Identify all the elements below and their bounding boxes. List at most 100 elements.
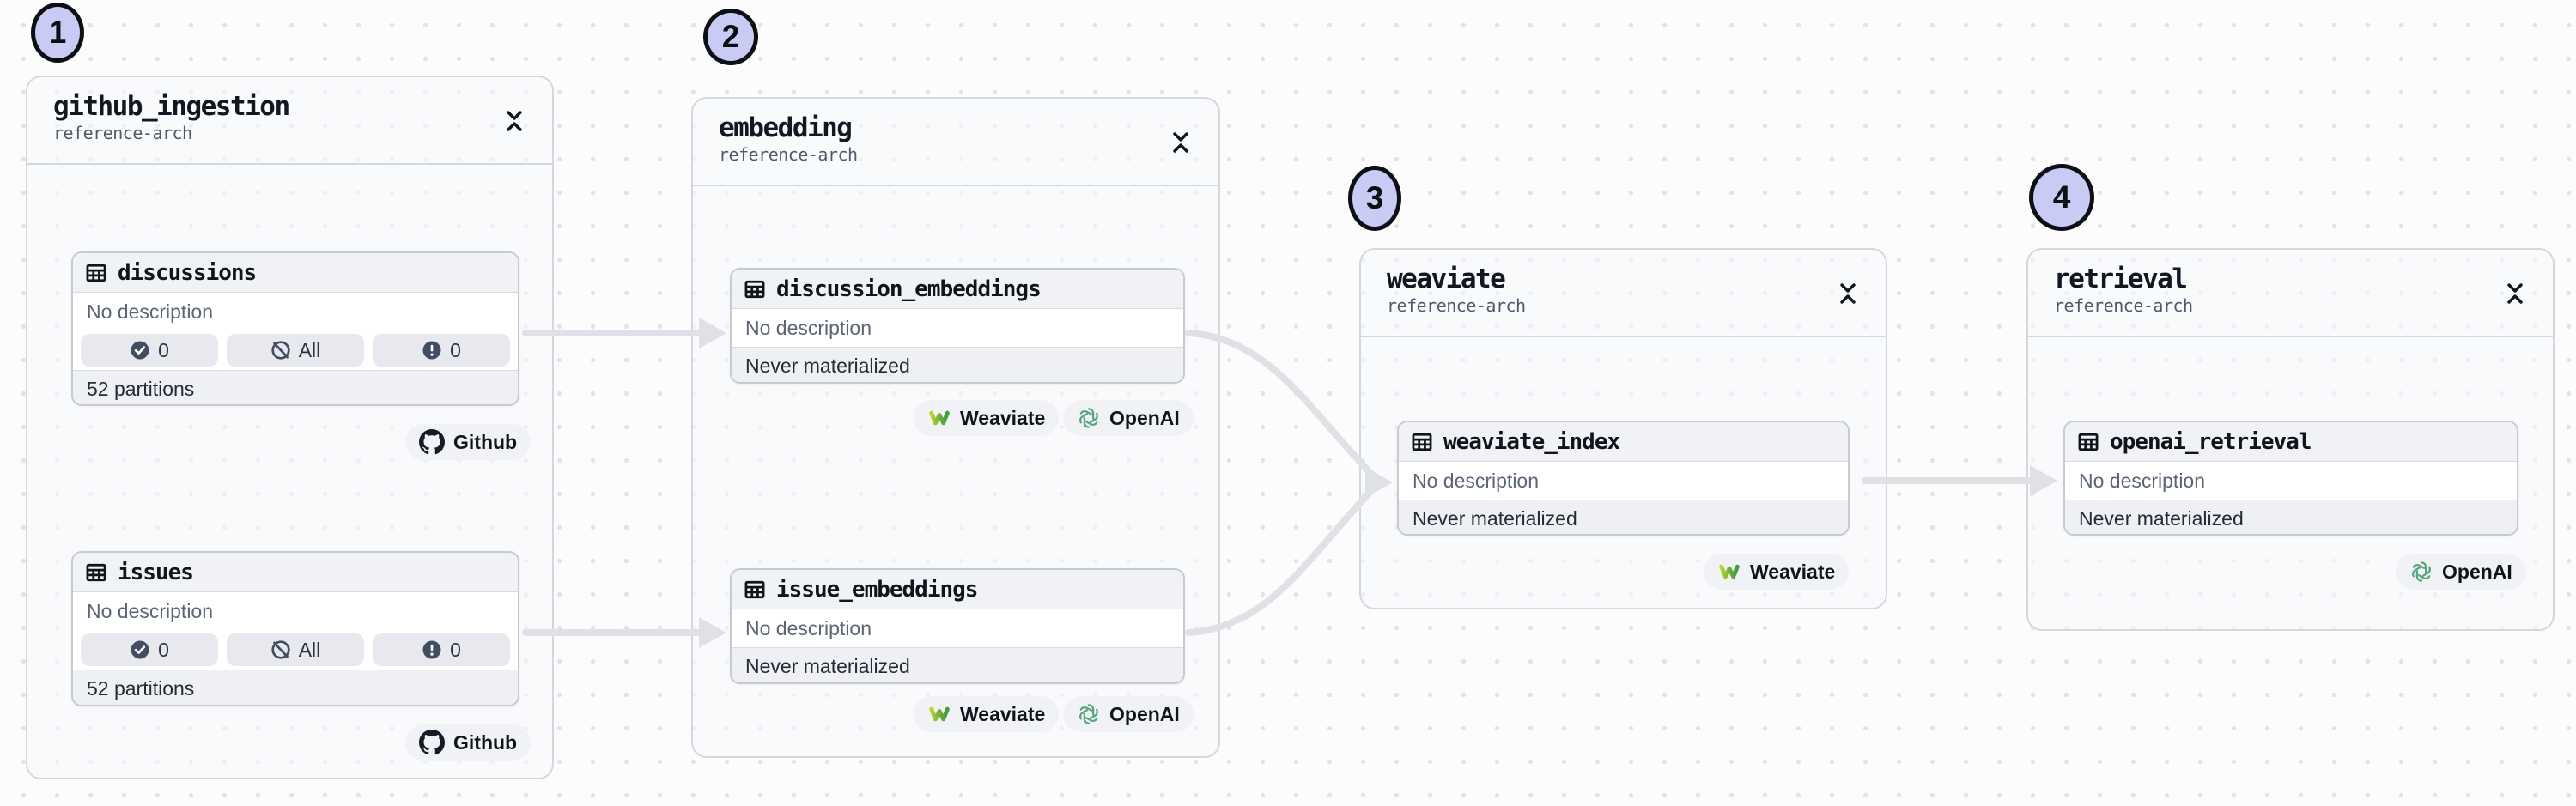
group-title: retrieval <box>2054 264 2188 294</box>
partition-pill-missing: All <box>227 334 364 367</box>
asset-partitions-footer: 52 partitions <box>73 670 518 705</box>
weaviate-icon <box>929 410 950 426</box>
kind-tag-github[interactable]: Github <box>405 424 532 460</box>
partition-pill-missing: All <box>227 633 364 666</box>
asset-description: No description <box>745 316 872 339</box>
asset-node-discussion-embeddings[interactable]: discussion_embeddings No description Nev… <box>730 268 1185 384</box>
asset-name: issues <box>118 559 194 585</box>
table-icon <box>86 563 106 581</box>
pill-count: 0 <box>450 338 461 361</box>
kind-tag-weaviate[interactable]: Weaviate <box>914 696 1060 732</box>
group-subtitle: reference-arch <box>719 144 858 165</box>
github-icon <box>419 730 445 755</box>
partition-pill-failed: 0 <box>373 334 510 367</box>
asset-partitions-footer: 52 partitions <box>73 370 518 404</box>
group-header-embedding[interactable]: embedding reference-arch <box>693 99 1218 186</box>
group-title: embedding <box>719 112 853 143</box>
partition-status-row: 0 All 0 <box>73 630 518 670</box>
table-icon <box>744 280 765 298</box>
kind-tag-label: Weaviate <box>960 406 1046 429</box>
pill-count: 0 <box>158 338 169 361</box>
asset-name: weaviate_index <box>1443 428 1620 455</box>
check-circle-icon <box>131 640 149 659</box>
group-subtitle: reference-arch <box>2054 295 2193 316</box>
kind-tag-label: Weaviate <box>1750 560 1836 583</box>
kind-tag-label: OpenAI <box>1109 702 1180 725</box>
table-icon <box>744 580 765 598</box>
step-badge-1: 1 <box>31 3 84 63</box>
kind-tag-label: Weaviate <box>960 702 1046 725</box>
kind-tag-openai[interactable]: OpenAI <box>1063 696 1194 732</box>
collapse-group-icon[interactable] <box>2505 282 2525 305</box>
slash-circle-icon <box>271 341 290 360</box>
asset-materialization-footer: Never materialized <box>732 347 1183 382</box>
alert-circle-icon <box>422 640 441 659</box>
step-badge-2: 2 <box>703 9 758 65</box>
asset-node-header: weaviate_index <box>1399 422 1848 462</box>
partition-pill-failed: 0 <box>373 633 510 666</box>
check-circle-icon <box>131 341 149 360</box>
step-badge-4: 4 <box>2029 164 2094 231</box>
partition-pill-success: 0 <box>81 633 218 666</box>
openai-icon <box>1079 704 1098 724</box>
kind-tag-label: OpenAI <box>1109 406 1180 429</box>
asset-description: No description <box>2079 469 2206 492</box>
group-subtitle: reference-arch <box>53 123 192 143</box>
kind-tag-label: Github <box>453 730 518 754</box>
asset-materialization-footer: Never materialized <box>732 647 1183 682</box>
group-header-weaviate[interactable]: weaviate reference-arch <box>1361 250 1886 337</box>
partition-status-row: 0 All 0 <box>73 330 518 370</box>
kind-tag-weaviate[interactable]: Weaviate <box>914 400 1060 436</box>
asset-node-openai-retrieval[interactable]: openai_retrieval No description Never ma… <box>2063 421 2518 536</box>
table-icon <box>2078 433 2099 451</box>
openai-icon <box>1079 408 1098 428</box>
kind-tag-openai[interactable]: OpenAI <box>1063 400 1194 436</box>
asset-materialization-footer: Never materialized <box>1399 500 1848 534</box>
asset-description: No description <box>1413 469 1540 492</box>
collapse-group-icon[interactable] <box>504 110 525 132</box>
asset-node-header: openai_retrieval <box>2065 422 2517 462</box>
weaviate-icon <box>1719 564 1740 579</box>
openai-icon <box>2412 561 2431 582</box>
asset-node-header: issues <box>73 553 518 592</box>
group-title: weaviate <box>1387 264 1506 294</box>
asset-node-discussions[interactable]: discussions No description 0 All 0 52 pa… <box>71 251 519 406</box>
group-header-retrieval[interactable]: retrieval reference-arch <box>2028 250 2553 337</box>
group-header-github-ingestion[interactable]: github_ingestion reference-arch <box>27 77 552 165</box>
asset-node-issue-embeddings[interactable]: issue_embeddings No description Never ma… <box>730 568 1185 684</box>
kind-tag-label: Github <box>453 430 518 453</box>
pill-count: 0 <box>450 638 461 661</box>
asset-node-header: discussion_embeddings <box>732 270 1183 309</box>
asset-node-issues[interactable]: issues No description 0 All 0 52 partiti… <box>71 551 519 706</box>
pill-count: All <box>298 338 321 361</box>
partition-pill-success: 0 <box>81 334 218 367</box>
asset-name: openai_retrieval <box>2110 428 2312 455</box>
group-subtitle: reference-arch <box>1387 295 1526 316</box>
alert-circle-icon <box>422 341 441 360</box>
asset-name: discussions <box>118 259 257 286</box>
asset-description: No description <box>87 300 214 323</box>
pill-count: All <box>298 638 321 661</box>
table-icon <box>86 264 106 282</box>
kind-tag-openai[interactable]: OpenAI <box>2396 554 2526 590</box>
collapse-group-icon[interactable] <box>1170 131 1191 154</box>
github-icon <box>419 429 445 455</box>
collapse-group-icon[interactable] <box>1838 282 1858 305</box>
asset-node-header: discussions <box>73 253 518 293</box>
asset-materialization-footer: Never materialized <box>2065 500 2517 534</box>
asset-node-header: issue_embeddings <box>732 570 1183 609</box>
table-icon <box>1412 433 1432 451</box>
asset-name: issue_embeddings <box>776 576 978 603</box>
asset-description: No description <box>745 616 872 639</box>
asset-name: discussion_embeddings <box>776 276 1042 302</box>
step-badge-3: 3 <box>1348 166 1401 231</box>
asset-node-weaviate-index[interactable]: weaviate_index No description Never mate… <box>1397 421 1850 536</box>
kind-tag-label: OpenAI <box>2442 560 2512 583</box>
kind-tag-github[interactable]: Github <box>405 724 532 761</box>
pill-count: 0 <box>158 638 169 661</box>
group-title: github_ingestion <box>53 91 290 122</box>
slash-circle-icon <box>271 640 290 659</box>
kind-tag-weaviate[interactable]: Weaviate <box>1704 554 1850 590</box>
asset-description: No description <box>87 599 214 622</box>
